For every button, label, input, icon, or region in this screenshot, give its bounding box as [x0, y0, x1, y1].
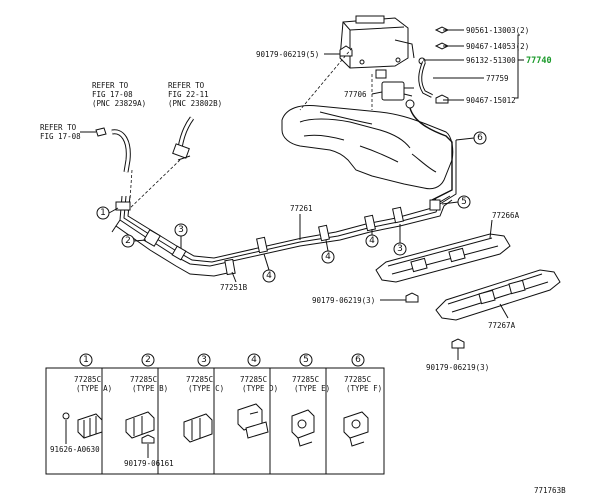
clamp-col-2-num: 2	[145, 355, 151, 365]
clamp-col-5-num: 5	[303, 355, 309, 365]
clamp-col-4-type: (TYPE D)	[242, 384, 278, 393]
clamp-type-e-icon	[291, 409, 315, 447]
fuel-tube-protector-lower	[435, 269, 561, 321]
clamp-col-4-num: 4	[251, 355, 257, 365]
label-91626: 91626-A0630	[50, 445, 100, 454]
clamp-col-6-num: 6	[355, 355, 361, 365]
clamp-icon	[171, 245, 187, 261]
callout-4c-num: 4	[369, 236, 375, 246]
clamp-col-3-part: 77285C	[186, 375, 213, 384]
label-77261: 77261	[290, 204, 313, 213]
label-77267A: 77267A	[488, 321, 516, 330]
clamp-col-4-part: 77285C	[240, 375, 267, 384]
label-90561: 90561-13003(2)	[466, 26, 529, 35]
clip-icon	[435, 94, 449, 104]
clamp-col-6-part: 77285C	[344, 375, 371, 384]
callout-4c	[365, 229, 379, 248]
clamp-col-2-part: 77285C	[130, 375, 157, 384]
callout-2	[121, 234, 147, 248]
clamp-type-f-icon	[343, 411, 369, 447]
refer-label-2-line1: REFER TO	[168, 81, 205, 90]
callout-2-num: 2	[125, 236, 131, 246]
callout-4a-num: 4	[266, 271, 272, 281]
clamp-col-6-header: 6	[351, 353, 365, 367]
refer-label-3-line2: FIG 17-08	[40, 132, 81, 141]
clamp-table	[45, 367, 385, 475]
clamp-icon	[143, 229, 161, 247]
callout-3a-num: 3	[178, 225, 184, 235]
label-77759: 77759	[486, 74, 509, 83]
callout-3b	[393, 224, 407, 256]
hose-connector-icon	[172, 143, 190, 159]
label-96132: 96132-51300	[466, 56, 516, 65]
label-77706: 77706	[344, 90, 367, 99]
bolt-icon	[339, 45, 353, 57]
clamp-col-1-type: (TYPE A)	[76, 384, 112, 393]
clamp-col-3-type: (TYPE C)	[188, 384, 224, 393]
callout-1	[96, 206, 119, 220]
diagram-code: 771763B	[534, 486, 566, 495]
clamp-icon	[429, 199, 441, 211]
refer-label-1-line1: REFER TO	[92, 81, 129, 90]
clamp-icon	[224, 258, 236, 276]
clamp-type-b-icon	[125, 411, 155, 444]
clamp-type-a-icon	[62, 412, 103, 439]
bolt-icon	[405, 292, 419, 303]
clamp-icon	[364, 214, 376, 232]
callout-3b-num: 3	[397, 244, 403, 254]
refer-label-1-line3: (PNC 23829A)	[92, 99, 146, 108]
bolt-icon	[451, 338, 465, 349]
callout-4a	[262, 253, 276, 283]
clamp-col-1-header: 1	[79, 353, 93, 367]
clamp-icon	[115, 201, 131, 211]
callout-4b	[321, 239, 335, 264]
callout-5	[441, 195, 471, 209]
clamp-col-1-part: 77285C	[74, 375, 101, 384]
clamp-col-2-type: (TYPE B)	[132, 384, 168, 393]
clamp-icon	[392, 206, 404, 224]
label-77266A: 77266A	[492, 211, 520, 220]
label-90179-bot: 90179-06219(3)	[426, 363, 489, 372]
clamp-col-1-num: 1	[83, 355, 89, 365]
refer-label-2-line2: FIG 22-11	[168, 90, 209, 99]
clamp-icon	[256, 236, 268, 254]
fuel-tube-protector-upper	[375, 233, 511, 283]
callout-6	[455, 131, 487, 145]
charcoal-canister	[339, 15, 415, 69]
clamp-col-4-header: 4	[247, 353, 261, 367]
clamp-col-2-header: 2	[141, 353, 155, 367]
clamp-type-c-icon	[183, 413, 213, 443]
callout-5-num: 5	[461, 197, 467, 207]
refer-label-2-line3: (PNC 23802B)	[168, 99, 222, 108]
fuel-tank	[281, 105, 454, 190]
clamp-col-5-header: 5	[299, 353, 313, 367]
label-90179-mid: 90179-06219(3)	[312, 296, 375, 305]
clamp-icon	[318, 224, 330, 242]
callout-3a	[174, 223, 188, 248]
clamp-col-5-part: 77285C	[292, 375, 319, 384]
label-77251B: 77251B	[220, 283, 248, 292]
clamp-col-6-type: (TYPE F)	[346, 384, 382, 393]
callout-4b-num: 4	[325, 252, 331, 262]
vacuum-switching-valve	[375, 69, 415, 109]
label-77740-highlight: 77740	[526, 56, 552, 66]
clamp-type-d-icon	[237, 403, 269, 439]
label-90179-table: 90179-06161	[124, 459, 174, 468]
hose-clamp-icon	[95, 127, 107, 137]
label-90467b: 90467-15012	[466, 96, 516, 105]
clamp-col-3-header: 3	[197, 353, 211, 367]
callout-1-num: 1	[100, 208, 106, 218]
clamp-col-3-num: 3	[201, 355, 207, 365]
refer-label-3-line1: REFER TO	[40, 123, 77, 132]
label-90467a: 90467-14053(2)	[466, 42, 529, 51]
callout-6-num: 6	[477, 133, 483, 143]
clamp-col-5-type: (TYPE E)	[294, 384, 330, 393]
label-90179-top: 90179-06219(5)	[256, 50, 319, 59]
refer-label-1-line2: FIG 17-08	[92, 90, 133, 99]
